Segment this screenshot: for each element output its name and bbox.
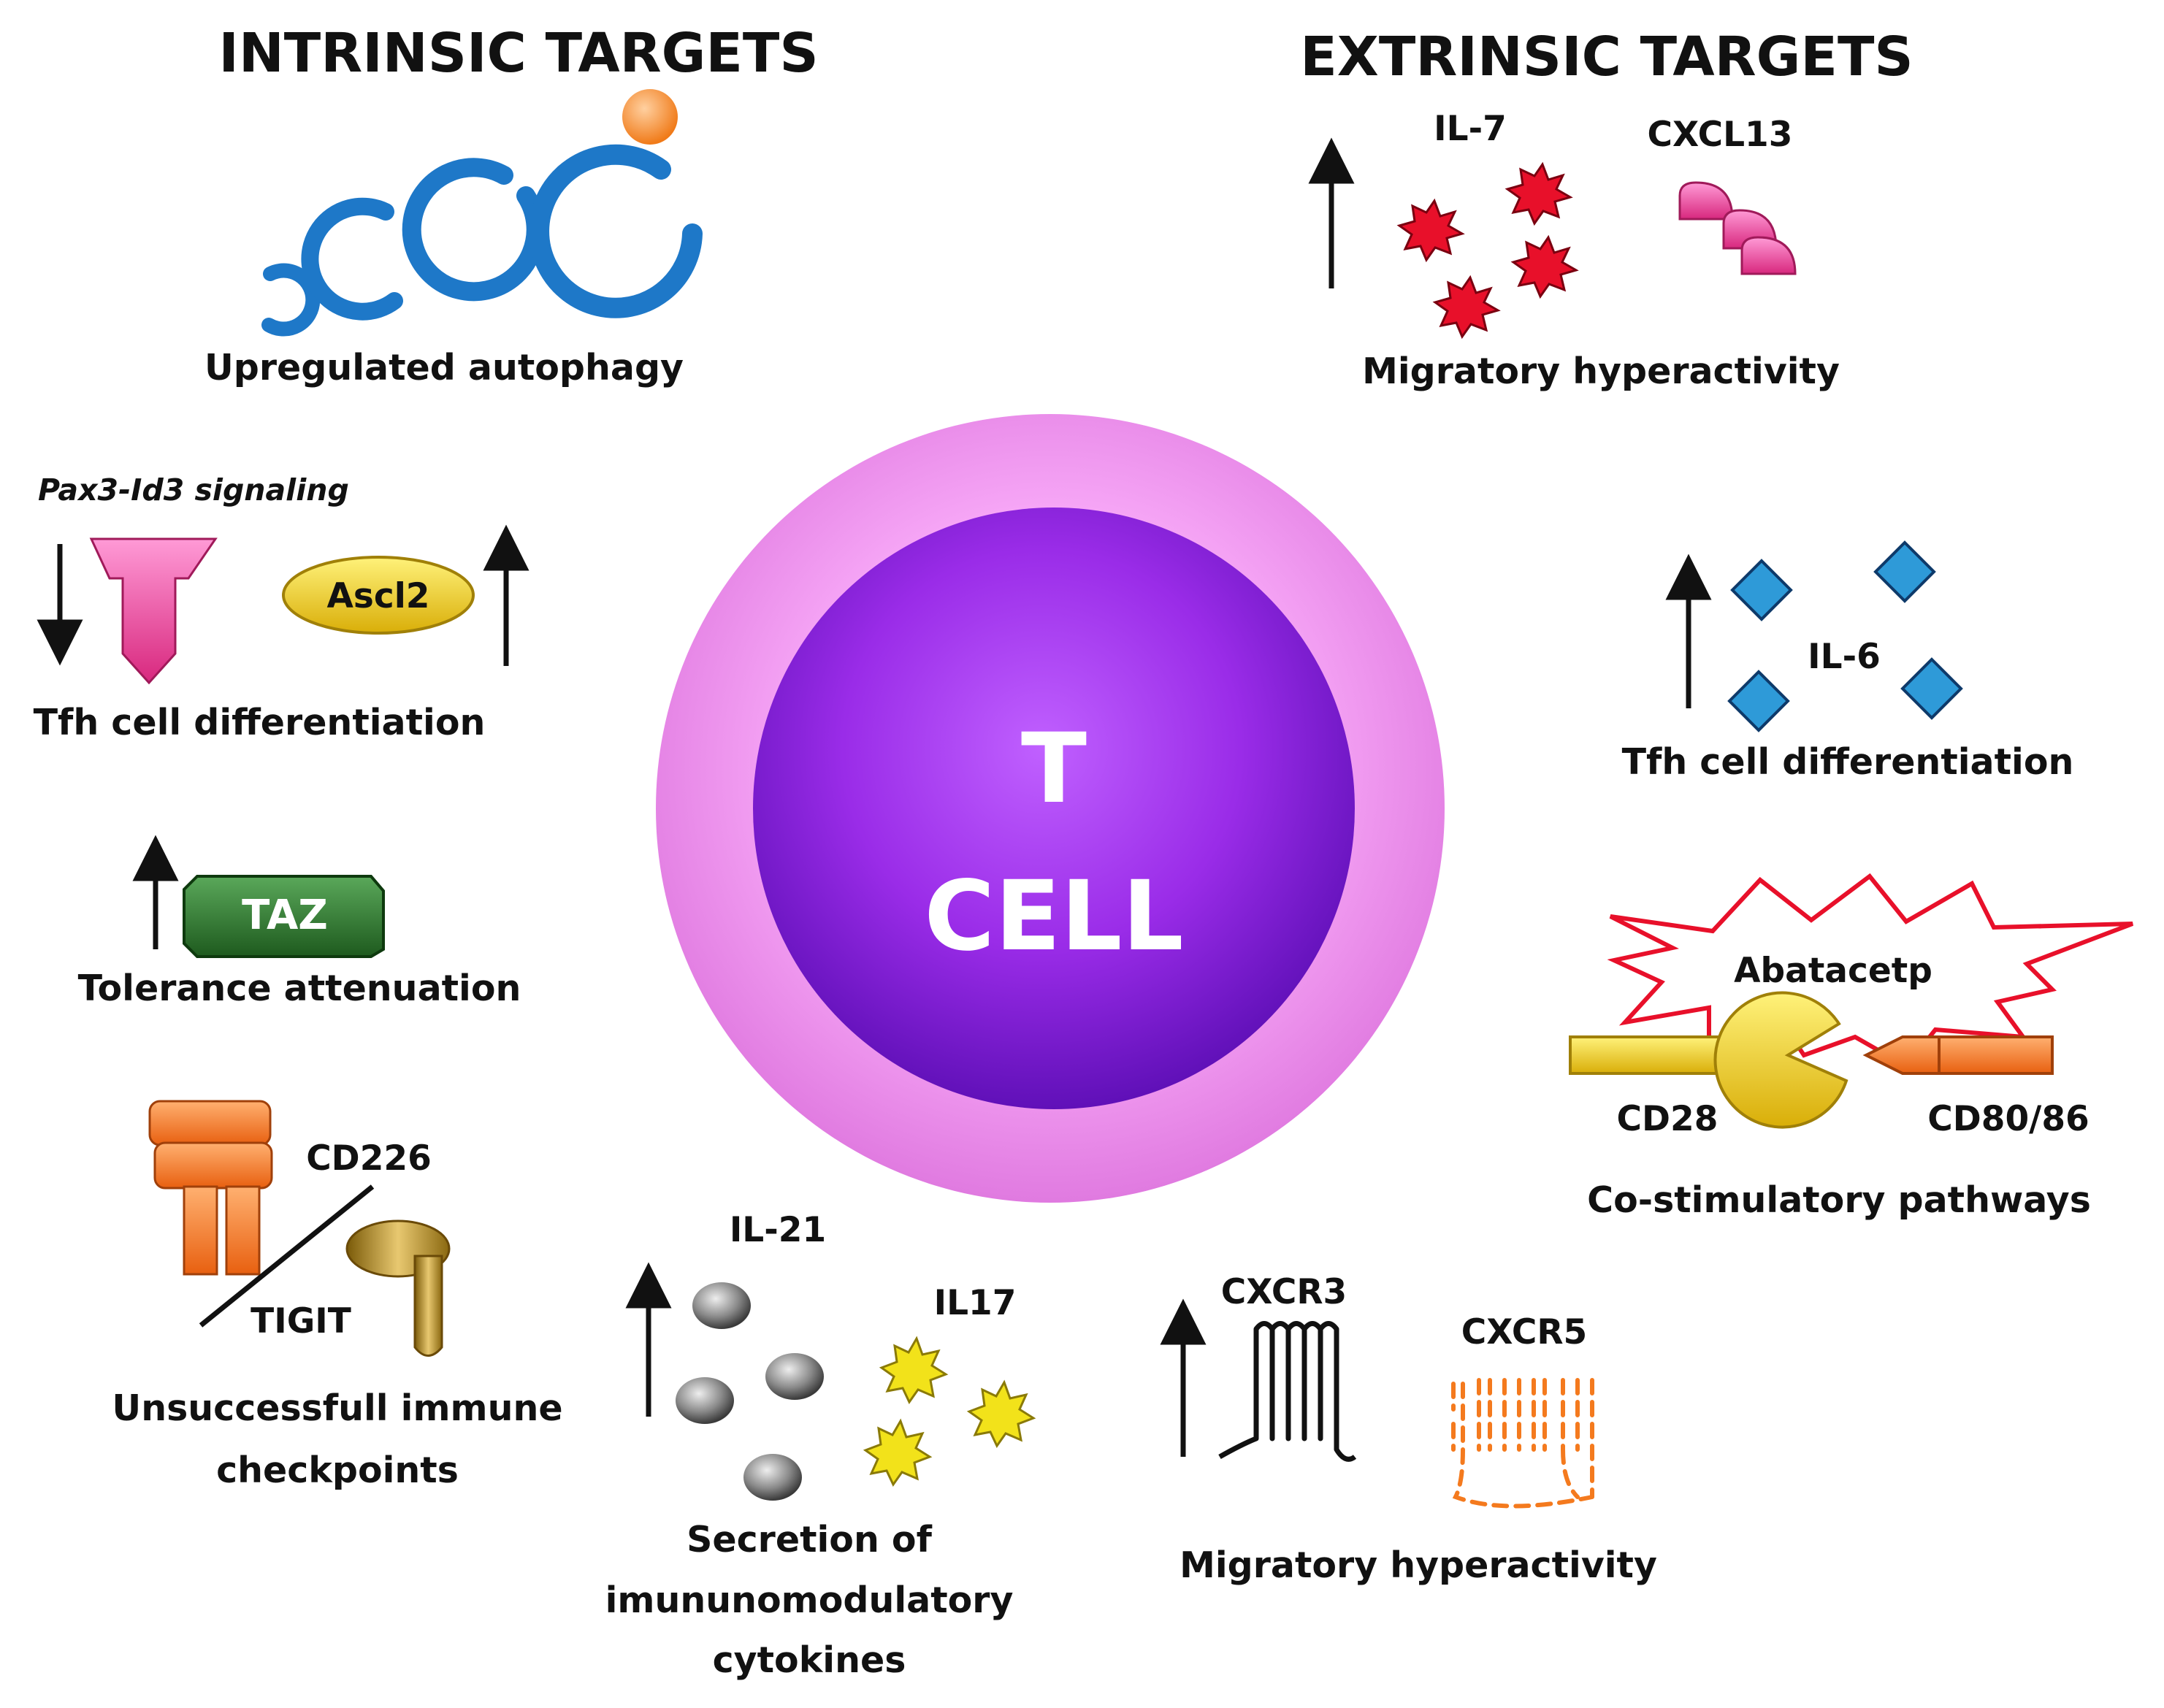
cxcr5-receptor-icon — [1451, 1378, 1594, 1509]
cd28-receptor-icon — [1569, 1035, 1736, 1075]
cd226-receptor-icon — [153, 1141, 273, 1190]
il7-label: IL-7 — [1434, 109, 1507, 149]
taz-group: TAZ Tolerance attenuation — [78, 835, 521, 1009]
tfh-caption-right: Tfh cell differentiation — [1622, 741, 2074, 783]
cxcl13-molecule-icon — [1678, 181, 1734, 221]
il17-molecule-icon — [863, 1418, 933, 1487]
taz-icon — [183, 875, 385, 958]
il6-molecule-icon — [1730, 559, 1793, 621]
il17-label: IL17 — [934, 1283, 1017, 1323]
il21-molecule-icon — [743, 1454, 802, 1501]
cxcr3-label: CXCR3 — [1221, 1272, 1347, 1312]
cd80-86-ligand-icon — [1862, 1035, 2054, 1075]
autophagy-caption: Upregulated autophagy — [204, 347, 684, 388]
cxcl13-label: CXCL13 — [1648, 115, 1793, 155]
il21-label: IL-21 — [730, 1210, 826, 1250]
ascl2-icon — [282, 556, 475, 635]
cxcr3-receptor-icon — [1218, 1321, 1357, 1462]
t-cell-label-t: T — [1021, 713, 1087, 825]
cytokines-caption-line1: Secretion of — [687, 1519, 932, 1560]
extrinsic-heading: EXTRINSIC TARGETS — [1300, 26, 1913, 88]
taz-label: TAZ — [242, 892, 328, 939]
il7-molecule-icon — [1505, 161, 1573, 226]
migration-caption-top: Migratory hyperactivity — [1362, 351, 1840, 392]
cd226-receptor-icon — [148, 1100, 272, 1146]
cd226-label: CD226 — [306, 1138, 432, 1179]
cd226-stem-icon — [183, 1185, 218, 1276]
abatacept-label: Abatacetp — [1734, 951, 1932, 991]
checkpoints-caption-line2: checkpoints — [216, 1449, 459, 1491]
autophagosome-icon — [529, 144, 703, 318]
phagophore-icon — [261, 263, 321, 337]
cd28-label: CD28 — [1617, 1099, 1718, 1139]
il7-molecule-icon — [1432, 275, 1501, 340]
checkpoints-group: CD226 TIGIT Unsuccessfull immune checkpo… — [112, 1100, 563, 1491]
pax3-receptor-icon — [89, 537, 218, 685]
tigit-stem-icon — [413, 1255, 443, 1357]
chemokine-migration-group: IL-7 CXCL13 Migratory hyperactivity — [1308, 109, 1840, 392]
phagophore-icon — [301, 197, 403, 321]
il7-molecule-icon — [1396, 198, 1465, 263]
abatacept-pacman-icon — [1713, 991, 1848, 1129]
cytokines-caption-line3: cytokines — [713, 1639, 906, 1681]
cytokines-caption-line2: imununomodulatory — [605, 1579, 1014, 1621]
il21-molecule-icon — [765, 1353, 824, 1400]
ascl2-label: Ascl2 — [326, 576, 429, 616]
cd226-stem-icon — [225, 1185, 261, 1276]
il6-molecule-icon — [1900, 657, 1963, 720]
cd80-86-label: CD80/86 — [1927, 1099, 2089, 1139]
cargo-icon — [622, 89, 678, 145]
costim-caption: Co-stimulatory pathways — [1587, 1179, 2091, 1221]
il21-molecule-icon — [692, 1282, 751, 1329]
tfh-caption-left: Tfh cell differentiation — [34, 702, 486, 743]
t-cell-label-cell: CELL — [924, 860, 1183, 973]
tolerance-caption: Tolerance attenuation — [78, 968, 521, 1009]
t-cell-nucleus — [753, 508, 1355, 1109]
il6-label: IL-6 — [1808, 637, 1881, 677]
divider-line — [199, 1184, 375, 1328]
cxcl13-molecule-icon — [1740, 236, 1797, 275]
pax3-group: Pax3-Id3 signaling Ascl2 Tfh cell differ… — [34, 472, 529, 743]
t-cell: T CELL — [656, 414, 1445, 1203]
autophagy-group: Upregulated autophagy — [204, 89, 703, 388]
autophagosome-forming-icon — [402, 158, 546, 302]
il7-molecule-icon — [1510, 234, 1579, 299]
il17-molecule-icon — [879, 1336, 949, 1404]
pax3-title: Pax3-Id3 signaling — [38, 472, 349, 508]
cxcr5-label: CXCR5 — [1461, 1312, 1587, 1352]
costim-group: Abatacetp CD28 CD80/86 Co-stimulatory pa… — [1569, 873, 2134, 1221]
tigit-label: TIGIT — [251, 1301, 351, 1341]
receptor-migration-group: CXCR3 CXCR5 Migratory hyperactivity — [1160, 1272, 1657, 1586]
cytokines-group: IL-21 IL17 Secretion of imununomodulator… — [605, 1210, 1036, 1681]
checkpoints-caption-line1: Unsuccessfull immune — [112, 1387, 562, 1429]
il6-molecule-icon — [1727, 670, 1790, 732]
il17-molecule-icon — [966, 1379, 1036, 1448]
intrinsic-heading: INTRINSIC TARGETS — [218, 22, 818, 85]
il21-molecule-icon — [676, 1377, 734, 1424]
il6-molecule-icon — [1873, 540, 1936, 603]
il6-group: IL-6 Tfh cell differentiation — [1622, 540, 2074, 783]
migration-caption-bottom: Migratory hyperactivity — [1180, 1544, 1657, 1586]
